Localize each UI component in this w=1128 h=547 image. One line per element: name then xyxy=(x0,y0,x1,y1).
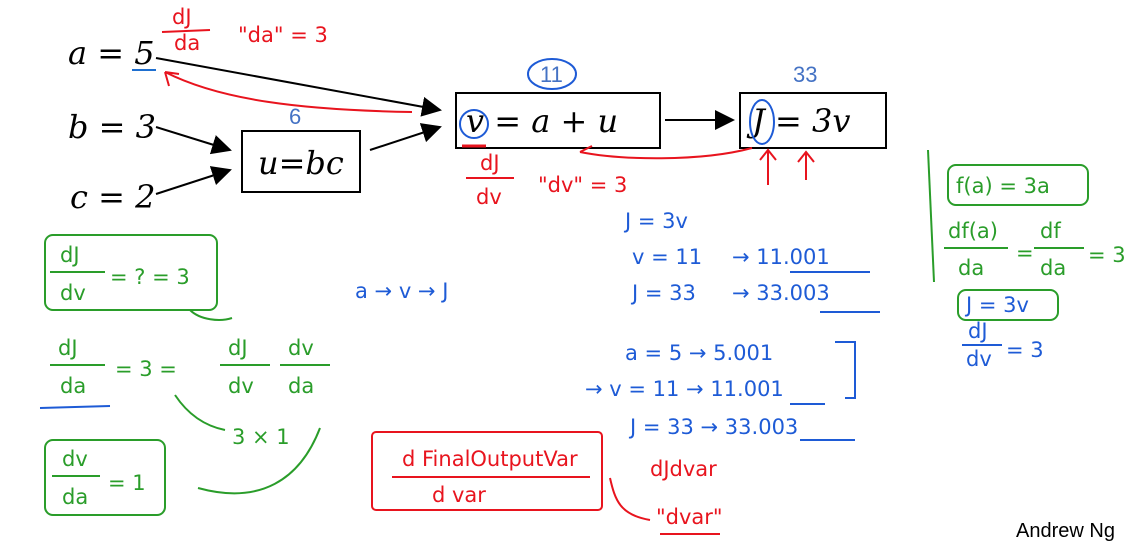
g-dJa: dJ xyxy=(58,336,78,360)
value-J: 33 xyxy=(793,62,817,87)
blue-line-2: v = 11 xyxy=(632,245,702,269)
g-eq2: = 3 = xyxy=(115,357,177,381)
g-dfa-den: da xyxy=(958,256,984,280)
circle-v xyxy=(459,109,489,139)
g-dvc: dv xyxy=(288,336,314,360)
blue-line-5: → v = 11 → 11.001 xyxy=(585,377,784,401)
quote-dvar: "dvar" xyxy=(656,505,723,529)
final-output-num: d FinalOutputVar xyxy=(402,447,578,471)
input-c: c = 2 xyxy=(70,178,155,216)
graph-arrows xyxy=(155,57,735,195)
g-dvr: dv xyxy=(966,347,992,371)
blue-line-2-result: → 11.001 xyxy=(732,245,830,269)
node-v-box xyxy=(455,92,661,149)
g-fa: f(a) = 3a xyxy=(956,174,1050,198)
blue-line-3: J = 33 xyxy=(630,281,696,305)
blue-line-4: a = 5 → 5.001 xyxy=(625,341,773,365)
g-eq4: = xyxy=(1016,241,1034,265)
circle-11 xyxy=(527,58,577,90)
red-annotations: dJ da "da" = 3 dJ dv "dv" = 3 d FinalOut… xyxy=(161,5,815,535)
node-J-box xyxy=(739,92,887,149)
g-eq5: = 3 xyxy=(1088,243,1126,267)
g-df: df xyxy=(1040,219,1061,243)
g-dJr: dJ xyxy=(968,319,988,343)
g-product: 3 × 1 xyxy=(232,425,290,449)
frac-dJ: dJ xyxy=(172,5,192,29)
g-da: da xyxy=(60,374,86,398)
chain-a-v-J: a → v → J xyxy=(355,279,448,303)
green-annotations: dJ dv = ? = 3 dJ da = 3 = dJ dv dv da 3 … xyxy=(39,149,1126,516)
input-b: b = 3 xyxy=(68,108,156,146)
g-dfa: df(a) xyxy=(948,219,998,243)
credit: Andrew Ng xyxy=(1016,520,1115,542)
dJdvar: dJdvar xyxy=(650,457,717,481)
g-da1: da xyxy=(62,485,88,509)
value-u: 6 xyxy=(289,104,301,129)
g-dv1: dv xyxy=(62,447,88,471)
g-j3v: J = 3v xyxy=(964,293,1029,317)
input-a: a = 5 xyxy=(68,34,155,72)
g-eq6: = 3 xyxy=(1006,338,1044,362)
node-J: J = 3v xyxy=(746,102,850,140)
g-dJb: dJ xyxy=(228,336,248,360)
quote-da: "da" = 3 xyxy=(238,23,328,47)
blue-annotations: a → v → J J = 3v v = 11 → 11.001 J = 33 … xyxy=(355,209,880,441)
frac-dv: dv xyxy=(476,185,502,209)
g-dac: da xyxy=(288,374,314,398)
blue-line-1: J = 3v xyxy=(623,209,688,233)
node-v: v = a + u xyxy=(466,102,618,140)
blue-line-3-result: → 33.003 xyxy=(732,281,830,305)
frac-dJ-2: dJ xyxy=(480,151,500,175)
node-u: u=bc xyxy=(258,144,344,182)
g-df-den: da xyxy=(1040,256,1066,280)
node-u-box xyxy=(241,130,361,193)
frac-da: da xyxy=(174,31,200,55)
g-dJ: dJ xyxy=(60,243,80,267)
quote-dv: "dv" = 3 xyxy=(538,173,627,197)
g-dvb: dv xyxy=(228,374,254,398)
final-output-den: d var xyxy=(432,483,486,507)
value-v: 11 xyxy=(540,62,563,87)
g-eq1: = ? = 3 xyxy=(110,265,190,289)
g-dv: dv xyxy=(60,281,86,305)
blue-line-6: J = 33 → 33.003 xyxy=(628,415,798,439)
circle-J xyxy=(749,99,775,145)
g-eq3: = 1 xyxy=(108,471,146,495)
